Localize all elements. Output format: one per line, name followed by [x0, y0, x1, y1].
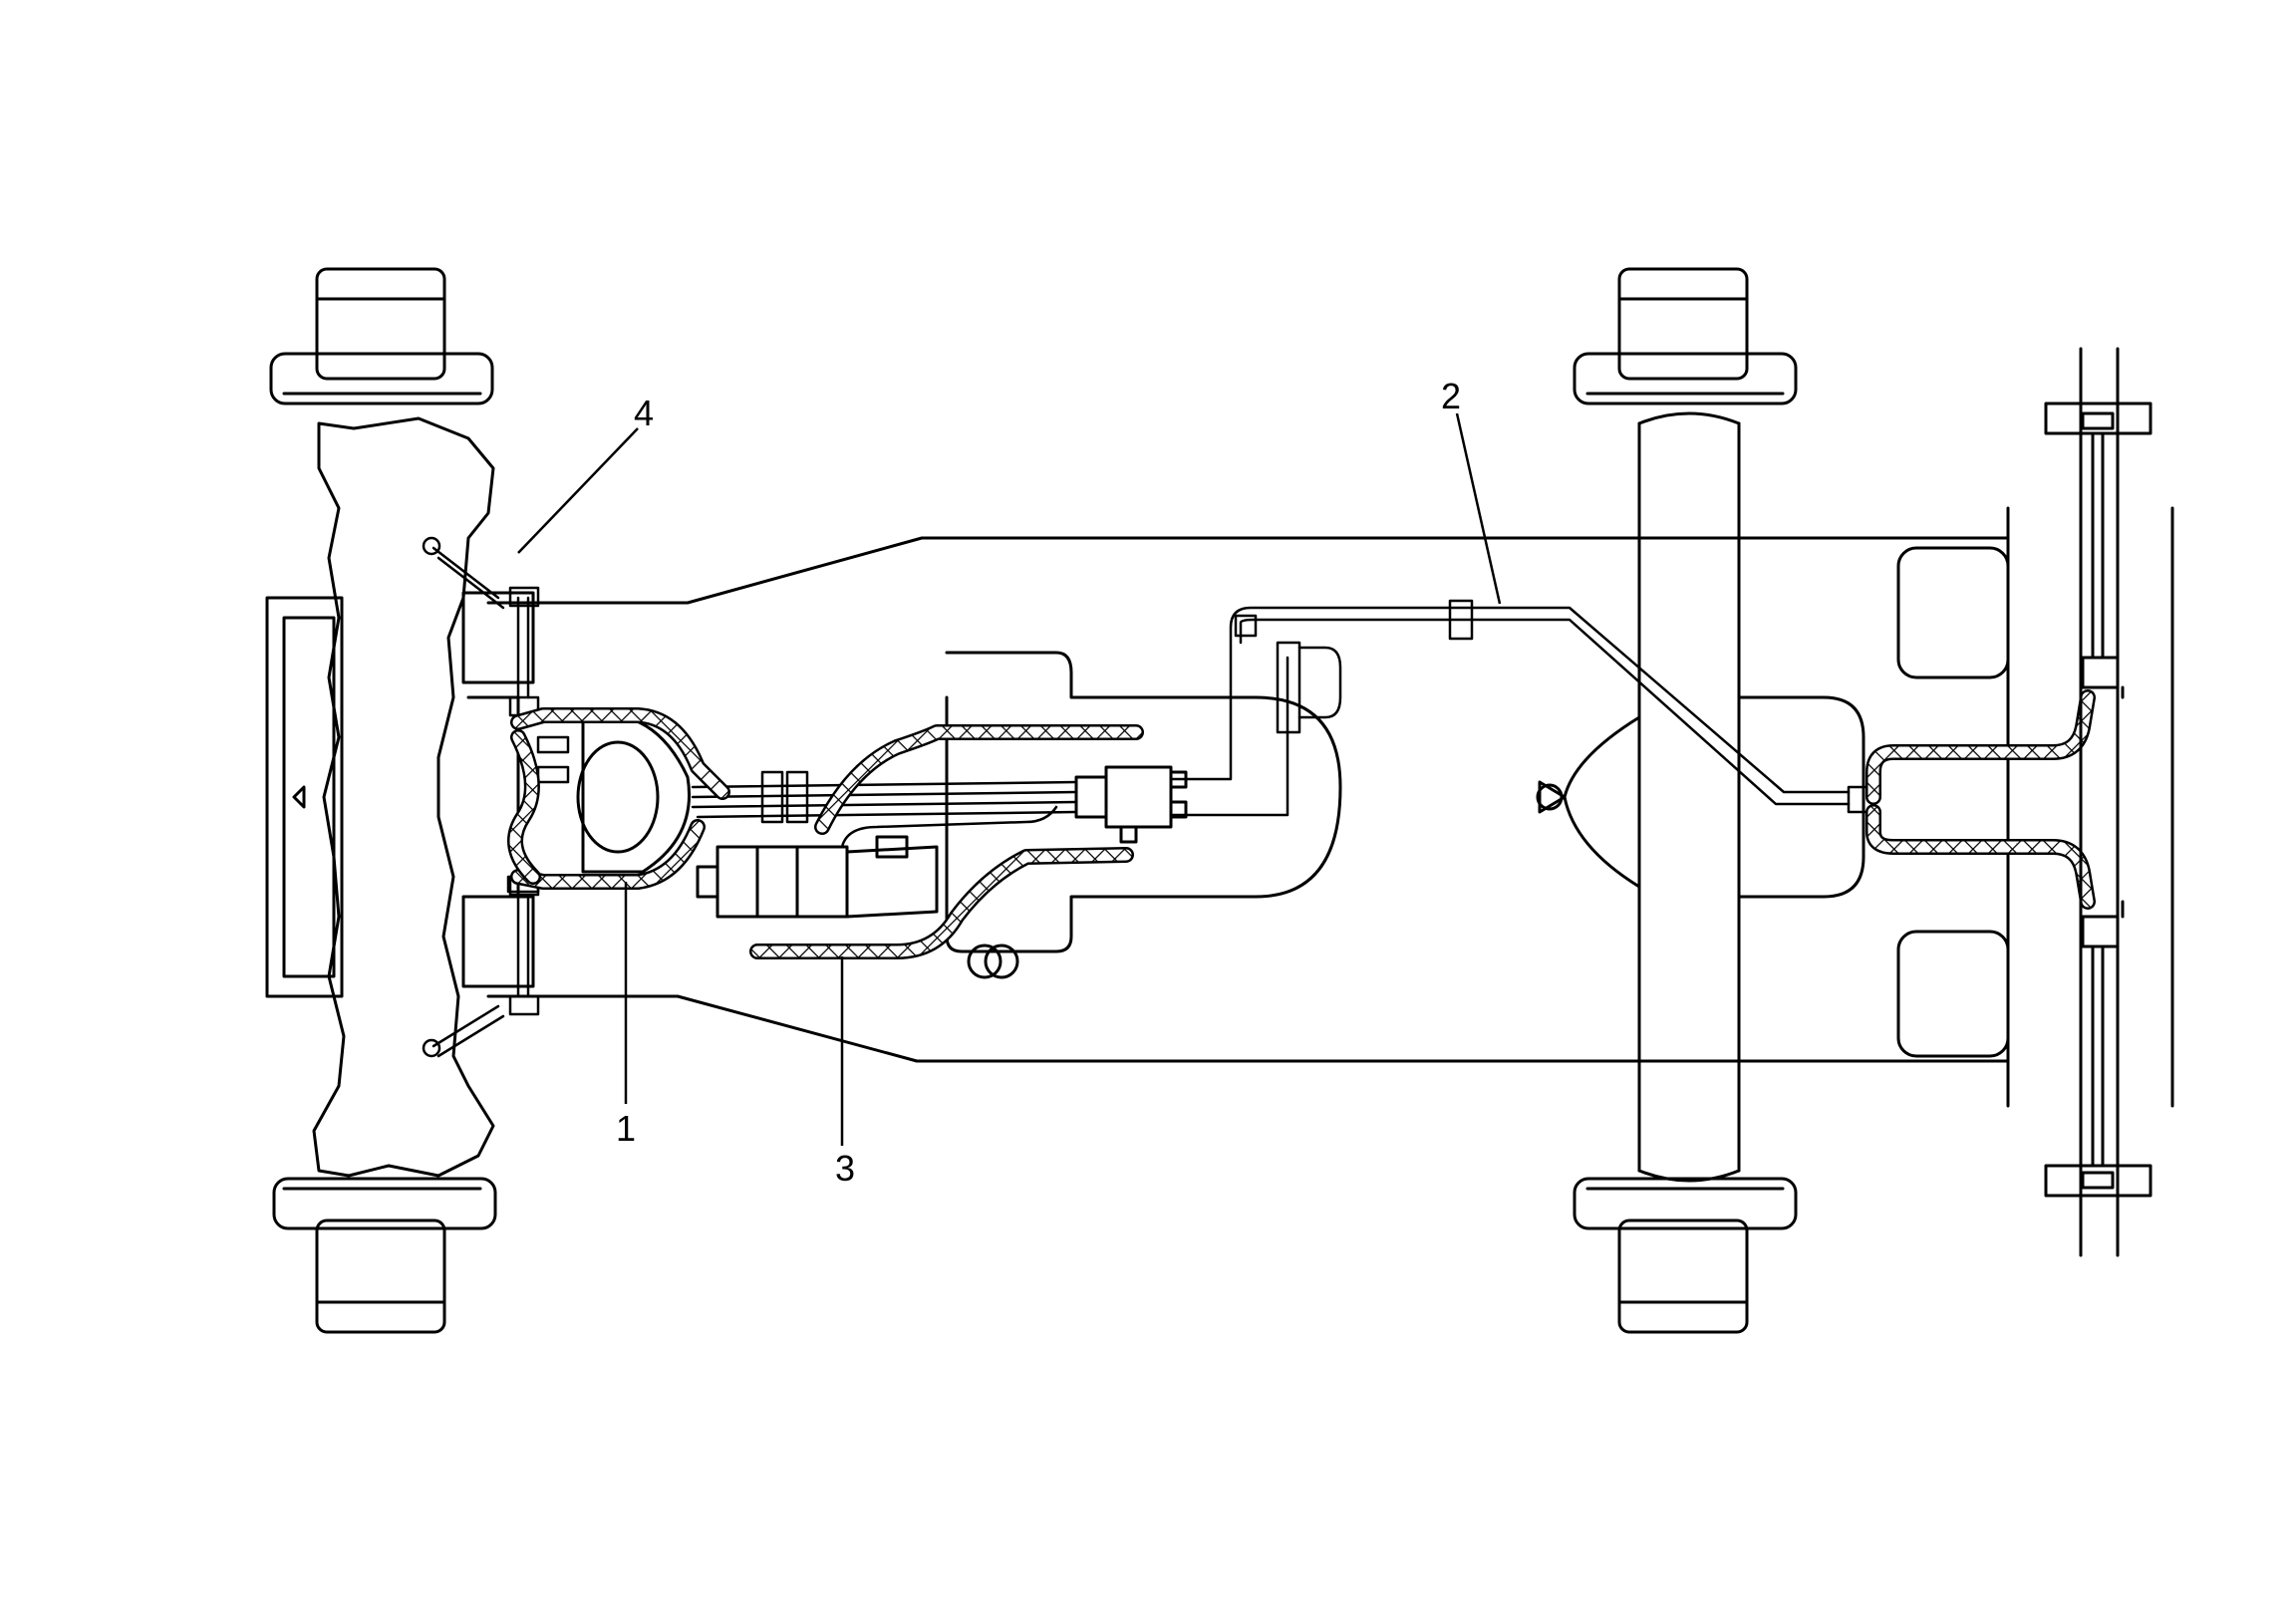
- callout-2-leader: [1455, 412, 1502, 605]
- front-left-wheel: [269, 267, 494, 405]
- callout-4-leader: [517, 427, 639, 554]
- callout-4: 4: [634, 393, 654, 433]
- hose-upper-trans-inner: [816, 726, 1142, 833]
- hose-rear-upper-inner: [1867, 691, 2094, 803]
- callout-2: 2: [1441, 376, 1461, 416]
- callout-3: 3: [835, 1148, 855, 1189]
- hose-1-top-inner: [512, 709, 728, 798]
- transmission-housing: [945, 651, 1342, 979]
- rear-axle: [1536, 411, 1866, 1183]
- callout-1: 1: [616, 1108, 636, 1149]
- hose-lower-3-inner: [751, 849, 1132, 957]
- front-brake-lines: [422, 536, 570, 1058]
- rear-left-wheel: [1573, 267, 1798, 405]
- hose-1-bottom-inner: [512, 821, 704, 888]
- hose-front-s-inner: [509, 731, 539, 883]
- front-right-wheel: [272, 1177, 497, 1334]
- hose-rear-lower-inner: [1867, 806, 2094, 908]
- rear-wheel-brake-lines: [2044, 347, 2174, 1257]
- front-axle: [265, 416, 535, 1178]
- master-to-abs-lines: [691, 770, 1078, 849]
- abs-modulator: [696, 835, 939, 919]
- rear-right-wheel: [1573, 1177, 1798, 1334]
- vehicle-frame: [486, 506, 2010, 1108]
- combination-valve: [1074, 765, 1188, 844]
- hose-rear-lower: [1866, 804, 2096, 910]
- rear-brake-line: [1169, 599, 1875, 817]
